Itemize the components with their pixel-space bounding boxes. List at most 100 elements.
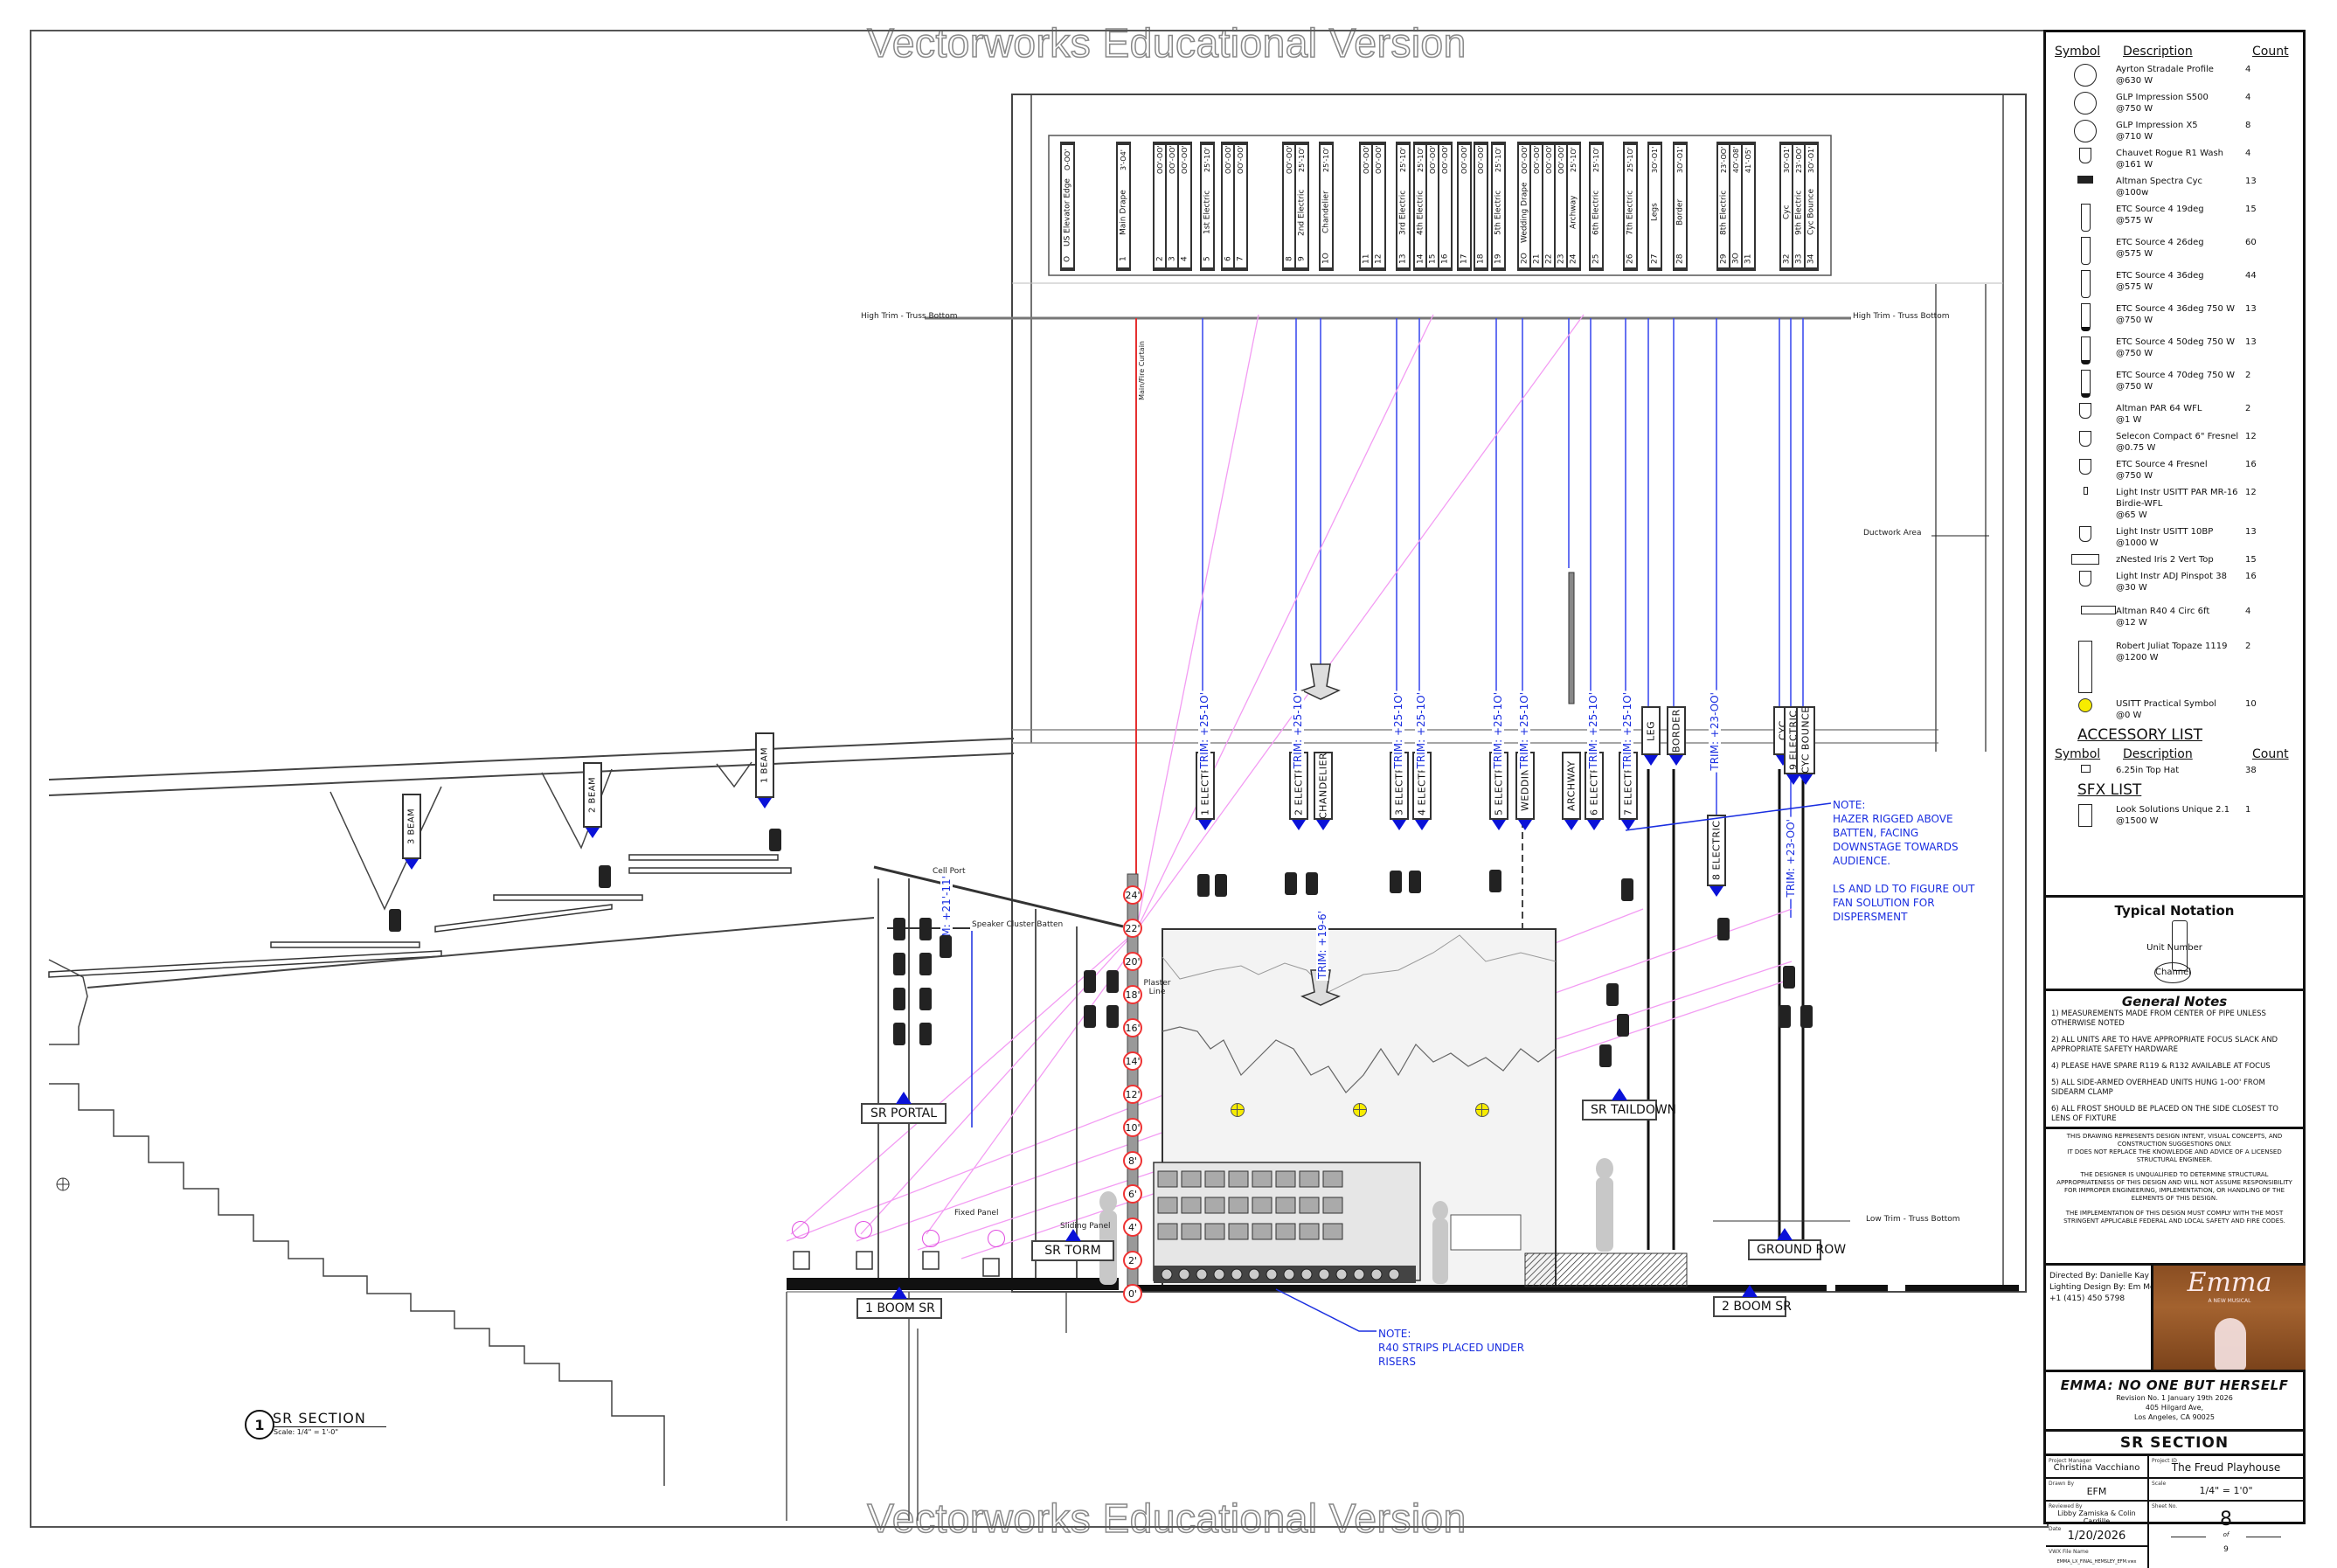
pipe-tag-upper[interactable]: BORDER <box>1667 706 1686 755</box>
pipe-tag-8-electric[interactable]: 8 ELECTRIC <box>1707 815 1726 886</box>
lineset-12[interactable]: OO'-OO'12 <box>1371 142 1386 271</box>
practical-icon[interactable] <box>1475 1103 1489 1117</box>
sheet-title: SR SECTION <box>2046 1432 2303 1456</box>
lighting-fixture-icon[interactable] <box>1621 878 1633 901</box>
low-trim-label: Low Trim - Truss Bottom <box>1866 1215 1960 1224</box>
lighting-fixture-icon[interactable] <box>893 953 905 975</box>
lighting-fixture-icon[interactable] <box>1779 1005 1791 1028</box>
lighting-fixture-icon[interactable] <box>1599 1044 1612 1067</box>
lighting-fixture-icon[interactable] <box>893 918 905 940</box>
lighting-fixture-icon[interactable] <box>893 988 905 1010</box>
lineset-trim: 3O'-O1' <box>1649 143 1661 175</box>
lighting-fixture-icon[interactable] <box>919 953 932 975</box>
lineset-18[interactable]: OO'-OO'18 <box>1474 142 1488 271</box>
lighting-fixture-icon[interactable] <box>1783 966 1795 989</box>
lineset-trim: 25'-1O' <box>1202 143 1213 175</box>
lighting-fixture-icon[interactable] <box>1390 871 1402 893</box>
legend-watt: @30 W <box>2116 583 2147 593</box>
disclaimer-text: THIS DRAWING REPRESENTS DESIGN INTENT, V… <box>2046 1129 2303 1236</box>
position-1-boom-sr[interactable]: 1 BOOM SR <box>856 1287 942 1319</box>
practical-icon[interactable] <box>1353 1103 1367 1117</box>
position-sr-portal[interactable]: SR PORTAL <box>861 1092 947 1124</box>
lineset-31[interactable]: 41'-O5'31 <box>1741 142 1756 271</box>
practical-icon[interactable] <box>1231 1103 1245 1117</box>
lighting-fixture-icon[interactable] <box>1800 1005 1813 1028</box>
general-note: 2) ALL UNITS ARE TO HAVE APPROPRIATE FOC… <box>2051 1036 2278 1054</box>
height-mark: 0' <box>1123 1284 1142 1303</box>
lineset-4[interactable]: OO'-OO'4 <box>1177 142 1192 271</box>
lighting-fixture-icon[interactable] <box>893 1023 905 1045</box>
lighting-fixture-icon[interactable] <box>1084 970 1096 993</box>
lineset-17[interactable]: OO'-OO'17 <box>1457 142 1472 271</box>
ellipsoidal-icon <box>2080 204 2091 232</box>
position-ground-row[interactable]: GROUND ROW <box>1748 1228 1846 1260</box>
lighting-fixture-icon[interactable] <box>919 988 932 1010</box>
legend-count: 2 <box>2245 371 2251 380</box>
general-note: 1) MEASUREMENTS MADE FROM CENTER OF PIPE… <box>2051 1009 2266 1028</box>
lighting-fixture-icon[interactable] <box>1106 1005 1119 1028</box>
lineset-name <box>1743 175 1754 250</box>
scale-cell: Scale 1/4" = 1'0" <box>2149 1479 2303 1502</box>
lighting-fixture-icon[interactable] <box>1106 970 1119 993</box>
beam-tag-3[interactable]: 3 BEAM <box>402 794 421 859</box>
lighting-fixture-icon[interactable] <box>1409 871 1421 893</box>
position-sr-torm[interactable]: SR TORM <box>1031 1229 1114 1261</box>
lighting-fixture-icon[interactable] <box>1617 1014 1629 1037</box>
lighting-fixture-icon[interactable] <box>1084 1005 1096 1028</box>
legend-desc: GLP Impression S500 <box>2116 93 2209 102</box>
pipe-tag-upper[interactable]: CYC BOUNCE <box>1796 706 1815 774</box>
lighting-fixture-icon[interactable] <box>1606 983 1619 1006</box>
height-mark: 4' <box>1123 1218 1142 1237</box>
lighting-fixture-icon[interactable] <box>919 1023 932 1045</box>
pipe-tag[interactable]: ARCHWAY <box>1562 752 1581 820</box>
lighting-fixture-icon[interactable] <box>919 918 932 940</box>
lighting-fixture-icon[interactable] <box>1285 872 1297 895</box>
legend-watt: @750 W <box>2116 471 2153 481</box>
legend-count: 2 <box>2245 404 2251 413</box>
lineset-7[interactable]: OO'-OO'7 <box>1233 142 1248 271</box>
legend-desc: ETC Source 4 26deg <box>2116 238 2204 247</box>
position-sr-taildown[interactable]: SR TAILDOWN <box>1582 1088 1676 1120</box>
disclaimer-paragraph: IT DOES NOT REPLACE THE KNOWLEDGE AND AD… <box>2067 1148 2282 1163</box>
lineset-name <box>1459 175 1470 250</box>
beam-tag-2[interactable]: 2 BEAM <box>583 762 602 828</box>
beam-tag-1[interactable]: 1 BEAM <box>755 732 774 798</box>
lineset-16[interactable]: OO'-OO'16 <box>1438 142 1453 271</box>
lineset-name: Cyc Bounce <box>1806 189 1816 236</box>
lineset-trim: OO'-OO' <box>1373 143 1384 175</box>
lighting-fixture-icon[interactable] <box>1215 874 1227 897</box>
lighting-fixture-icon[interactable] <box>1197 874 1210 897</box>
lighting-fixture-icon[interactable] <box>1306 872 1318 895</box>
pipe-tag-upper[interactable]: LEG <box>1641 706 1661 755</box>
legend-watt: @1000 W <box>2116 538 2159 548</box>
lighting-fixture-icon[interactable] <box>389 909 401 932</box>
lineset-number: 1O <box>1321 250 1332 269</box>
file-name-label: VWX File Name <box>2049 1549 2089 1555</box>
position-2-boom-sr[interactable]: 2 BOOM SR <box>1713 1285 1792 1317</box>
pipe-tag[interactable]: CHANDELIER <box>1314 752 1333 820</box>
scale-value: 1/4" = 1'0" <box>2199 1485 2253 1496</box>
lighting-fixture-icon[interactable] <box>940 935 952 958</box>
note-line: DISPERSMENT <box>1833 911 1908 923</box>
project-manager-cell: Project Manager Christina Vacchiano <box>2046 1456 2149 1479</box>
lighting-fixture-icon[interactable] <box>769 829 781 851</box>
lineset-number: 24 <box>1568 250 1579 269</box>
lighting-fixture-icon[interactable] <box>599 865 611 888</box>
lighting-fixture-icon[interactable] <box>1489 870 1501 892</box>
lighting-fixture-icon[interactable] <box>1717 918 1730 940</box>
